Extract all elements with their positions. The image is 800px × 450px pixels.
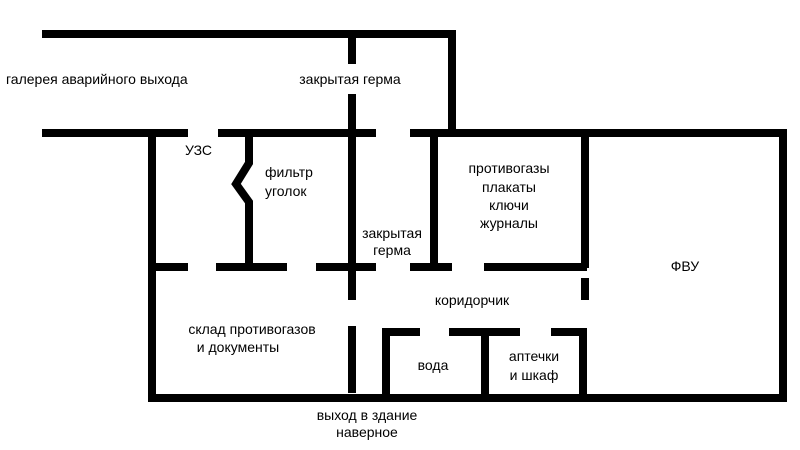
label-storage-line1: противогазы [468, 160, 549, 176]
label-warehouse-line1: склад противогазов [188, 321, 315, 337]
small-room-walls [382, 328, 587, 398]
label-fvu: ФВУ [671, 258, 700, 274]
label-gallery: галерея аварийного выхода [6, 71, 188, 87]
label-exit-line2: наверное [336, 424, 398, 440]
gallery-walls [42, 30, 456, 137]
label-storage-line3: ключи [489, 197, 529, 213]
water-room-wall [382, 328, 420, 398]
gallery-top-wall [42, 30, 456, 131]
label-closed-door-top: закрытая герма [299, 71, 401, 87]
label-uzs: УЗС [185, 142, 212, 158]
label-storage-line4: журналы [480, 215, 538, 231]
label-storage-line2: плакаты [482, 179, 536, 195]
label-water: вода [418, 357, 449, 373]
label-exit-line1: выход в здание [317, 407, 418, 423]
label-closed-door-mid-line1: закрытая [362, 225, 422, 241]
room-labels: галерея аварийного выхода закрытая герма… [6, 71, 699, 440]
label-corridor: коридорчик [435, 292, 510, 308]
label-filter-line2: уголок [265, 183, 307, 199]
label-filter-line1: фильтр [265, 164, 313, 180]
outer-walls [148, 129, 787, 402]
outer-wall-main [148, 129, 787, 402]
label-closed-door-mid-line2: герма [373, 242, 411, 258]
label-first-aid-line2: и шкаф [510, 367, 559, 383]
interior-walls [152, 133, 589, 393]
label-warehouse-line2: и документы [197, 339, 279, 355]
label-first-aid-line1: аптечки [509, 348, 559, 364]
filter-zigzag-wall [231, 137, 253, 266]
